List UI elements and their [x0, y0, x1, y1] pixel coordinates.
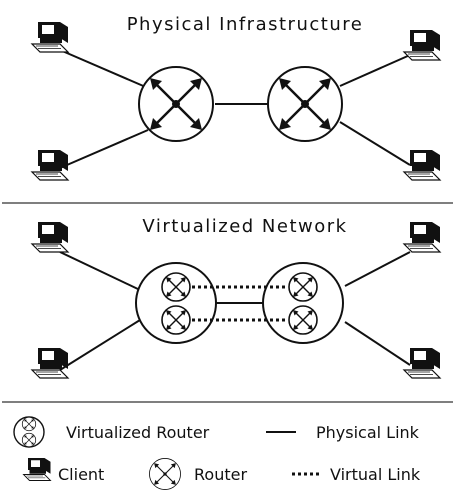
virtualized-router-left [135, 262, 217, 344]
client-computer-icon [23, 457, 51, 481]
virtual-physical-links [59, 251, 411, 371]
legend: Virtualized Router Physical Link Client … [13, 416, 421, 491]
legend-client-label: Client [58, 465, 104, 484]
router-icon [266, 65, 344, 143]
virtualized-router-icon [13, 416, 45, 448]
physical-section-title: Physical Infrastructure [127, 14, 364, 35]
client-computer-icon [403, 221, 441, 253]
virtual-section-title: Virtualized Network [142, 216, 347, 237]
client-computer-icon [31, 347, 69, 379]
virtual-links [192, 285, 287, 322]
router-icon [148, 457, 182, 491]
physical-links [59, 49, 411, 169]
legend-virtualized-router-label: Virtualized Router [66, 423, 210, 442]
client-computer-icon [403, 29, 441, 61]
router-icon [137, 65, 215, 143]
legend-router-label: Router [194, 465, 247, 484]
virtualized-router-right [262, 262, 344, 344]
legend-virtual-link-label: Virtual Link [330, 465, 421, 484]
client-computer-icon [403, 347, 441, 379]
client-computer-icon [31, 149, 69, 181]
legend-physical-link-label: Physical Link [316, 423, 420, 442]
client-computer-icon [31, 221, 69, 253]
client-computer-icon [31, 21, 69, 53]
